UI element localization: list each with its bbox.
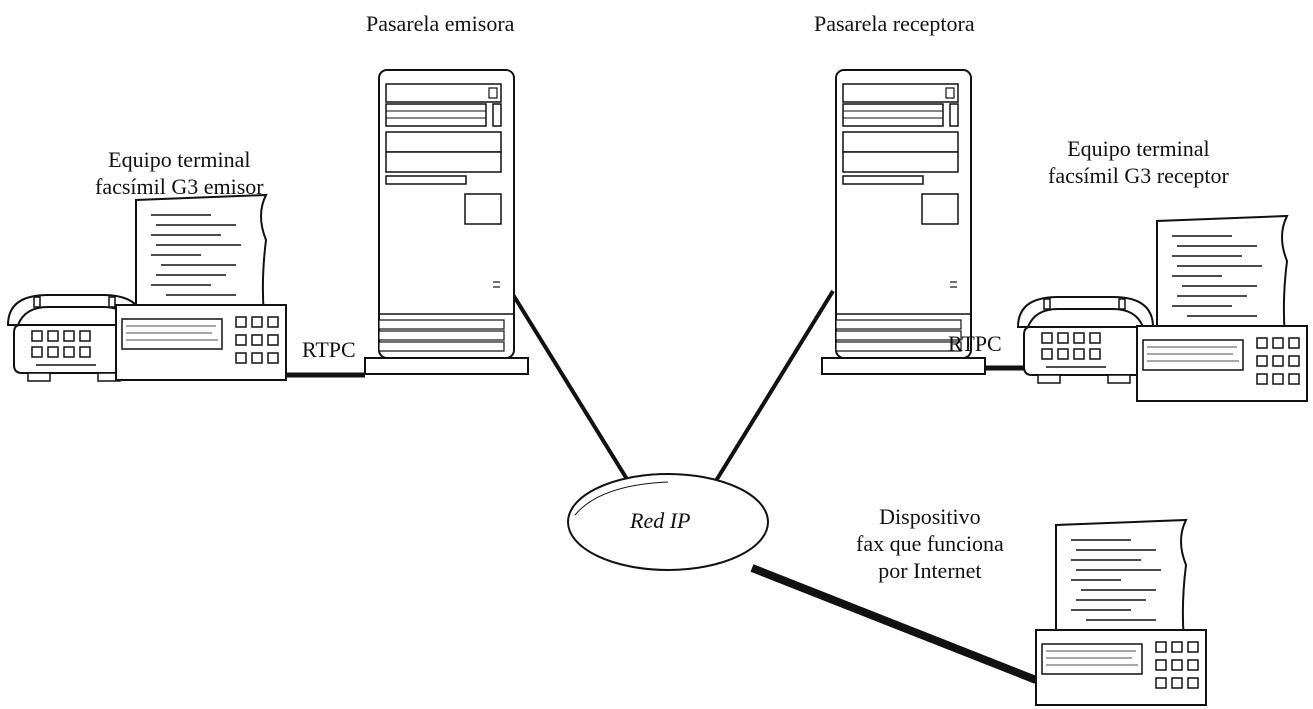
receiver-fax-machine-icon <box>1136 215 1308 402</box>
sender-fax-machine-icon <box>115 194 287 381</box>
pstn-left-label: RTPC <box>302 337 356 362</box>
ip-link-internet-fax <box>750 564 1038 684</box>
internet-fax-machine-icon <box>1035 519 1207 706</box>
internet-fax-label: Dispositivo fax que funciona por Interne… <box>856 504 1004 583</box>
sender-terminal-label: Equipo terminal facsímil G3 emisor <box>95 147 264 199</box>
ip-network-cloud-icon <box>567 473 769 571</box>
receiving-gateway-server-icon <box>821 69 986 375</box>
ip-link-receiving-gateway <box>712 289 835 486</box>
receiver-telephone-icon <box>1017 296 1154 384</box>
receiving-gateway-label: Pasarela receptora <box>814 11 975 36</box>
sending-gateway-label: Pasarela emisora <box>366 11 515 36</box>
receiver-terminal-label: Equipo terminal facsímil G3 receptor <box>1048 136 1229 188</box>
sending-gateway-server-icon <box>364 69 529 375</box>
ip-link-sending-gateway <box>510 291 632 486</box>
pstn-right-label: RTPC <box>948 331 1002 356</box>
ip-network-label: Red IP <box>630 508 691 533</box>
